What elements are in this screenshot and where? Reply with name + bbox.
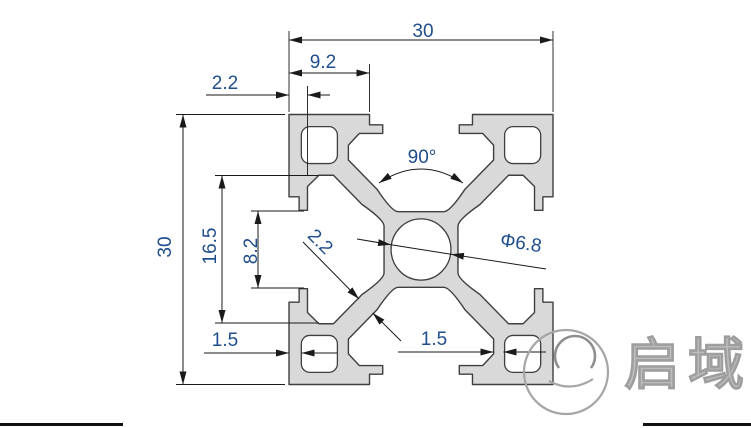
logo-q-tail-icon <box>548 378 594 388</box>
dim-web-thickness-label: 2.2 <box>303 225 337 259</box>
dim-slot-opening-label: 8.2 <box>241 238 262 264</box>
dim-center-bore-label: Φ6.8 <box>499 230 543 257</box>
dim-wall-left-label: 1.5 <box>212 330 238 351</box>
dim-angle-label: 90° <box>408 147 437 168</box>
dim-overall-height-label: 30 <box>155 236 176 257</box>
screw-channel-top-left <box>301 127 337 164</box>
logo-wordmark: 启域 <box>624 333 751 396</box>
brand-logo: 启域 <box>522 328 751 416</box>
dimension-labels: 30 9.2 2.2 90° Φ6.8 2.2 16.5 8.2 30 1.5 … <box>155 21 543 351</box>
dim-cavity-height-label: 16.5 <box>200 228 221 265</box>
logo-circle <box>522 328 610 416</box>
angle-arc <box>378 168 464 184</box>
screw-channel-bottom-right <box>505 335 541 372</box>
screw-channel-bottom-left <box>301 335 337 372</box>
dim-overall-width-label: 30 <box>412 21 433 42</box>
dim-edge-to-slot-label: 9.2 <box>310 52 336 73</box>
dim-wall-right-label: 1.5 <box>421 329 447 350</box>
logo-q-mark-icon <box>553 334 597 369</box>
dim-lip-depth-label: 2.2 <box>212 73 238 94</box>
dimension-lines <box>179 36 553 385</box>
screw-channel-top-right <box>505 127 541 164</box>
